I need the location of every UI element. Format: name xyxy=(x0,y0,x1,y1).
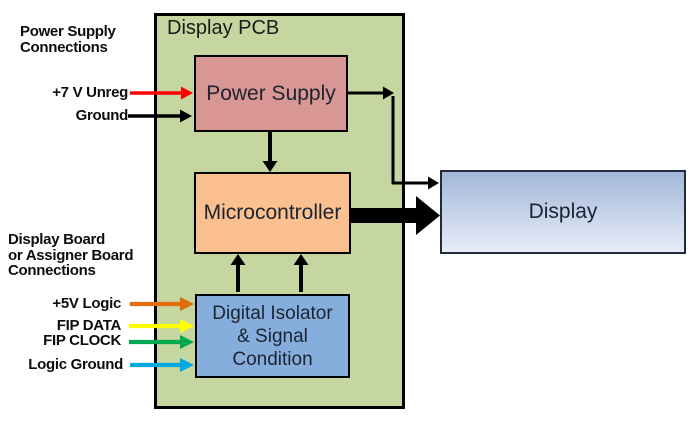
signal-label-7v-unreg: +7 V Unreg xyxy=(52,84,128,101)
power-supply-label: Power Supply xyxy=(206,81,336,105)
display-block: Display xyxy=(440,170,686,254)
heading-line: Connections xyxy=(8,262,96,279)
signal-label-fip-clock: FIP CLOCK xyxy=(43,332,121,349)
heading-line: Display Board xyxy=(8,231,105,248)
signal-label-5v-logic: +5V Logic xyxy=(52,295,121,312)
signal-label-ground: Ground xyxy=(75,107,129,124)
heading-line: or Assigner Board xyxy=(8,246,134,264)
display-label: Display xyxy=(528,200,598,223)
digital-isolator-label-line1: Digital Isolator xyxy=(212,302,333,324)
signal-label-fip-data: FIP DATA xyxy=(56,317,122,334)
digital-isolator-block: Digital Isolator & Signal Condition xyxy=(195,294,350,378)
signal-label-logic-ground: Logic Ground xyxy=(28,356,123,373)
microcontroller-label: Microcontroller xyxy=(203,201,342,224)
heading-line: Power Supply xyxy=(20,23,116,40)
heading-line: Connections xyxy=(20,38,108,56)
microcontroller-block: Microcontroller xyxy=(194,172,351,254)
digital-isolator-label-line3: Condition xyxy=(232,348,313,370)
pcb-title: Display PCB xyxy=(167,17,280,39)
power-supply-connections-heading: Power Supply Connections xyxy=(20,24,116,55)
power-supply-block: Power Supply xyxy=(194,55,348,132)
digital-isolator-label-line2: & Signal xyxy=(237,325,308,347)
display-board-connections-heading: Display Board or Assigner Board Connecti… xyxy=(8,231,134,279)
